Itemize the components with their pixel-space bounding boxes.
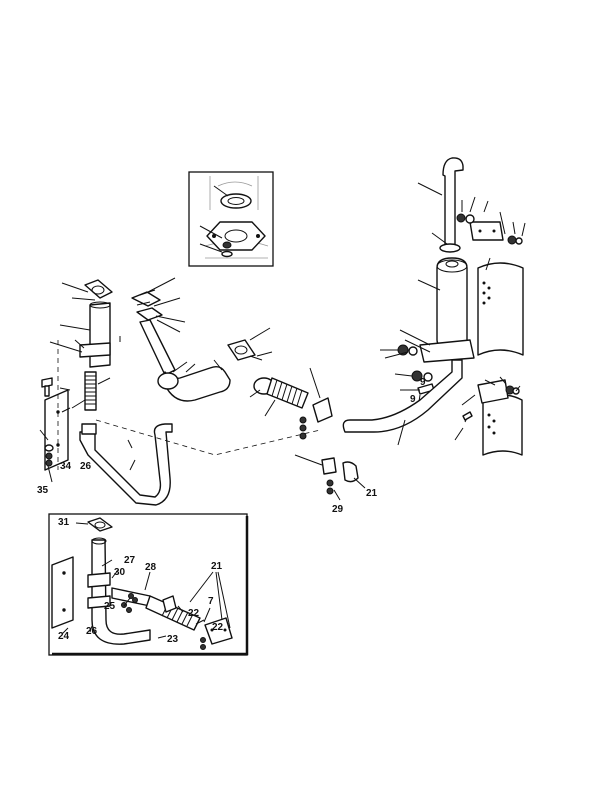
- label-25: 25: [104, 601, 116, 612]
- pipe-clamp-left: [79, 342, 111, 358]
- stack-assembly: 9 9: [342, 157, 526, 456]
- shield-bolt: [462, 411, 473, 421]
- pipe-clamp-center: [312, 397, 333, 423]
- label-34: 34: [60, 461, 72, 472]
- stack-clamp: [439, 243, 461, 253]
- inset-end-clamp: [204, 617, 233, 645]
- washer: [221, 250, 233, 258]
- pipe-clamp: [81, 423, 97, 435]
- manifold-gasket: [157, 372, 179, 390]
- label-9-b: 9: [420, 377, 426, 388]
- label-22-a: 22: [188, 608, 200, 619]
- gasket-ring: [220, 193, 252, 209]
- center-pipe-a: [139, 319, 176, 376]
- label-35: 35: [37, 485, 49, 496]
- muffler-inlet-pipe: [342, 359, 463, 433]
- right-flange: [227, 339, 256, 361]
- inset-pipe-clamps: [87, 572, 111, 609]
- crossover-pipe: [79, 423, 173, 506]
- label-27: 27: [124, 555, 136, 566]
- clamp-lower: [342, 461, 359, 483]
- inset-down-pipe: [91, 539, 151, 645]
- label-29: 29: [332, 504, 344, 515]
- label-7: 7: [208, 596, 214, 607]
- flex-pipe: [266, 377, 309, 409]
- label-23: 23: [167, 634, 179, 645]
- flange-detail-inset: [188, 171, 274, 267]
- pipe-connector: [321, 457, 337, 475]
- label-31: 31: [58, 517, 70, 528]
- label-30: 30: [114, 567, 126, 578]
- label-26-a: 26: [80, 461, 92, 472]
- inset-gasket: [162, 595, 177, 613]
- stack-pipe: [442, 157, 464, 246]
- label-26-b: 26: [86, 626, 98, 637]
- shield-bracket: [477, 379, 509, 404]
- label-22-b: 22: [212, 622, 224, 633]
- inset-mounting-plate: [51, 556, 74, 629]
- inset-frame-flange: [188, 171, 274, 267]
- lower-heat-shield: [482, 394, 523, 456]
- label-21-a: 21: [366, 488, 378, 499]
- muffler-heat-shield: [477, 262, 524, 356]
- flange-top-left: [84, 279, 113, 299]
- label-21-b: 21: [211, 561, 223, 572]
- manifold-section: 34 26 35 21 29: [37, 277, 378, 515]
- label-9-a: 9: [410, 394, 416, 405]
- inset-flex-pipe: [145, 595, 201, 631]
- bolt-left: [41, 377, 53, 397]
- down-pipe-left: [89, 302, 111, 368]
- nut: [222, 241, 232, 249]
- label-28: 28: [145, 562, 157, 573]
- stack-bracket: [469, 221, 504, 241]
- alternate-configuration-inset: 31 27 30 28 25 21 22 22 7 24 26 23: [48, 513, 249, 656]
- muffler-mount-bracket: [419, 339, 475, 363]
- engine-port-outline: [204, 176, 269, 259]
- mounting-flange: [206, 221, 266, 251]
- label-24: 24: [58, 631, 70, 642]
- inset-top-flange: [87, 517, 113, 532]
- routing-line: [95, 419, 321, 456]
